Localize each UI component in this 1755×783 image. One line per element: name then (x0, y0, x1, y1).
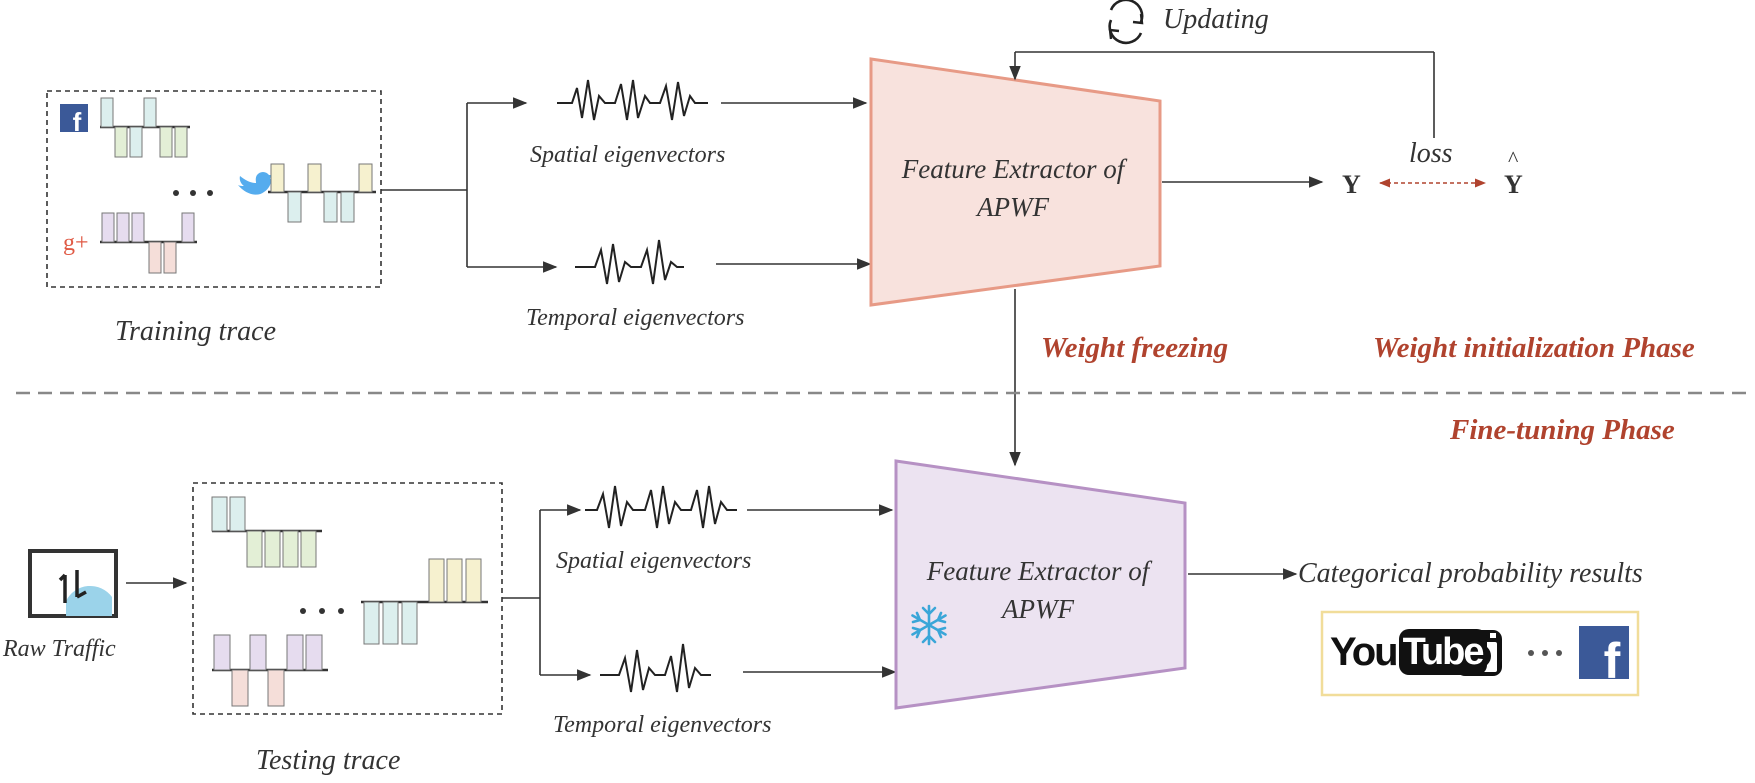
raw-traffic-label: Raw Traffic (3, 636, 116, 662)
testing-trace-ellipsis (300, 608, 344, 614)
y-hat-label: Y (1504, 170, 1523, 199)
spatial-eigenvectors-label-bottom: Spatial eigenvectors (556, 548, 752, 574)
youtube-tube-text: Tube (1398, 629, 1487, 675)
hat-mark: ^ (1508, 146, 1519, 171)
weight-init-phase-label: Weight initialization Phase (1373, 332, 1695, 364)
spatial-waveform-top (557, 79, 708, 121)
testing-connector (502, 504, 592, 681)
loss-label: loss (1409, 138, 1453, 169)
training-connector (381, 97, 558, 273)
weight-freezing-label: Weight freezing (1041, 332, 1229, 364)
facebook-f: f (1604, 633, 1621, 689)
snowflake-icon (911, 604, 947, 646)
refresh-icon (1108, 0, 1144, 45)
training-trace-label: Training trace (115, 316, 277, 347)
temporal-eigenvectors-label-top: Temporal eigenvectors (526, 305, 745, 331)
training-trace-box (46, 90, 382, 288)
updating-feedback-loop (1009, 51, 1435, 138)
facebook-icon: f (60, 104, 88, 137)
testing-trace-packets-3 (212, 634, 328, 707)
y-label: Y (1342, 170, 1361, 199)
training-trace-ellipsis (173, 190, 213, 196)
feature-extractor-top-line1: Feature Extractor of (901, 154, 1125, 184)
updating-label: Updating (1163, 4, 1269, 35)
facebook-icon: f (1579, 626, 1629, 689)
youtube-you-text: You (1330, 629, 1399, 674)
feature-extractor-top-text: Feature Extractor of APWF (873, 150, 1153, 226)
results-ellipsis (1528, 650, 1562, 656)
temporal-waveform-bottom (600, 643, 711, 693)
feature-extractor-bottom-line1: Feature Extractor of (926, 556, 1150, 586)
spatial-waveform-bottom (585, 485, 737, 529)
feature-extractor-top (869, 57, 1162, 307)
feature-extractor-bottom (894, 459, 1187, 710)
testing-trace-label: Testing trace (256, 745, 401, 776)
temporal-eigenvectors-label-bottom: Temporal eigenvectors (553, 712, 772, 738)
categorical-results-label: Categorical probability results (1298, 558, 1643, 589)
testing-trace-packets-2 (361, 558, 488, 645)
google-plus-icon: g+ (63, 230, 89, 256)
feature-extractor-bottom-line2: APWF (1002, 594, 1074, 624)
training-trace-packets-2 (268, 163, 376, 223)
training-trace-packets-3 (100, 212, 197, 274)
training-trace-packets-1 (100, 97, 190, 158)
feature-extractor-top-line2: APWF (977, 192, 1049, 222)
feature-extractor-bottom-text: Feature Extractor of APWF (898, 552, 1178, 628)
raw-traffic-icon (28, 549, 118, 618)
twitter-icon (238, 172, 274, 195)
fine-tuning-phase-label: Fine-tuning Phase (1450, 414, 1675, 446)
spatial-eigenvectors-label-top: Spatial eigenvectors (530, 142, 726, 168)
temporal-waveform-top (575, 239, 684, 285)
facebook-f: f (73, 107, 82, 137)
youtube-icon: You Tube (1330, 628, 1487, 676)
testing-trace-packets-1 (211, 496, 322, 568)
